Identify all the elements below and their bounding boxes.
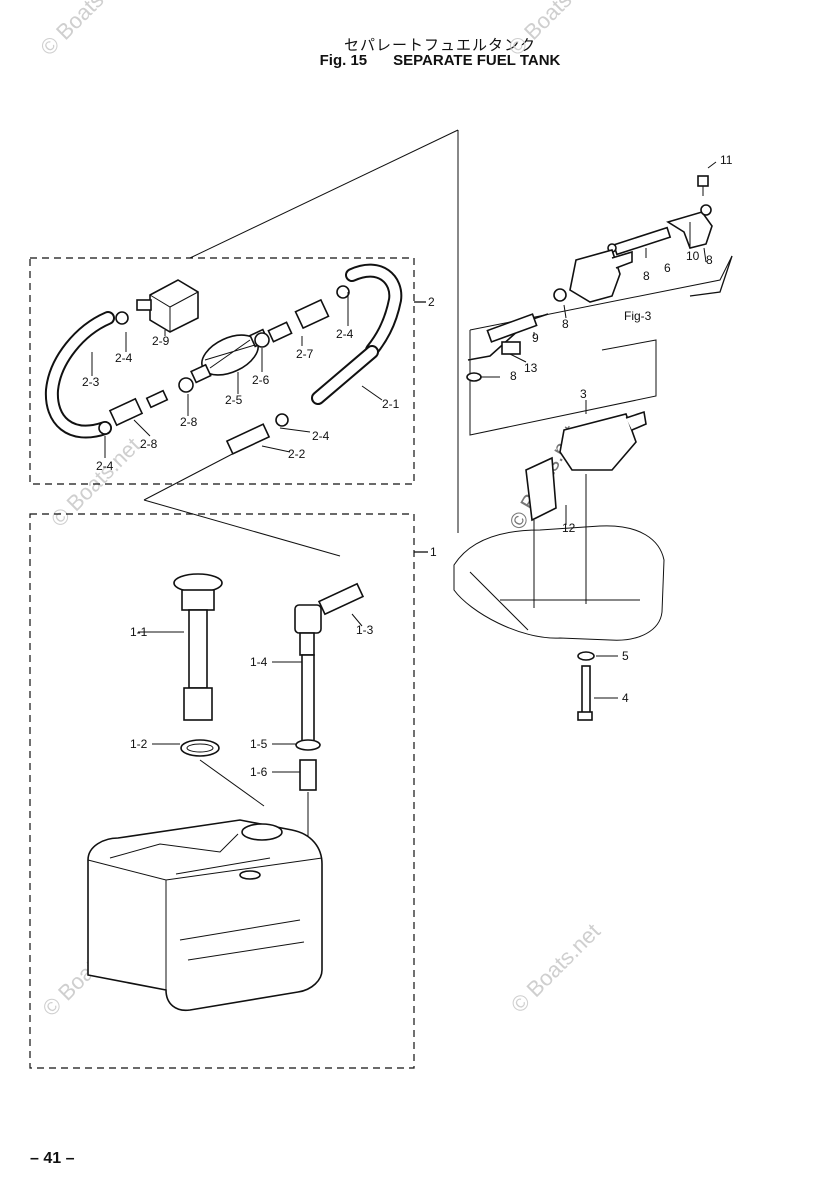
elbow-fitting [294, 604, 322, 634]
bolt-4-head [577, 711, 593, 721]
fuel-line-group [29, 129, 459, 557]
callout-8-left: 8 [562, 317, 569, 331]
page-title-japanese: セパレートフュエルタンク [343, 36, 536, 54]
bracket-12 [525, 456, 557, 522]
watermark-mid-left: © Boats.net [46, 433, 145, 532]
callout-1-4: 1-4 [250, 655, 268, 669]
tank-filler-neck [241, 823, 283, 841]
clip-2-4-right [336, 285, 350, 299]
callout-2-6: 2-6 [252, 373, 270, 387]
pickup-tube-1-4 [301, 654, 315, 742]
filter-1-6 [299, 759, 317, 791]
callout-2-1: 2-1 [382, 397, 400, 411]
callout-4: 4 [622, 691, 629, 705]
callout-8-top: 8 [706, 253, 713, 267]
callout-2-3: 2-3 [82, 375, 100, 389]
projection-line [143, 449, 241, 501]
callout-2-2: 2-2 [288, 447, 306, 461]
connector-2-9 [149, 279, 199, 333]
bolt-11 [697, 175, 709, 187]
fuel-tank-group [29, 513, 428, 1069]
callout-12: 12 [562, 521, 576, 535]
fuel-gauge-tube-1-1 [188, 609, 208, 689]
watermark-bottom-right: © Boats.net [506, 918, 605, 1017]
clip-13 [501, 341, 521, 355]
page-number: – 41 – [30, 1150, 75, 1167]
fuel-tank [87, 819, 323, 1012]
washer-5 [577, 651, 595, 661]
callout-10: 10 [686, 249, 700, 263]
callout-2-4-right: 2-4 [336, 327, 354, 341]
callout-1-6: 1-6 [250, 765, 268, 779]
connector-1-3 [317, 582, 365, 616]
callout-2-9: 2-9 [152, 334, 170, 348]
watermark-top-right: © Boats.net [503, 0, 602, 60]
clip-2-4-lower [275, 413, 289, 427]
clip-8-left [553, 288, 567, 302]
connector-2-2 [225, 423, 271, 455]
callout-2-4-bottom: 2-4 [96, 459, 114, 473]
watermark-top-left: © Boats.net [35, 0, 134, 60]
clip-8-top [700, 204, 712, 216]
group-2-outline [29, 257, 415, 485]
figure-number: Fig. 15 [319, 52, 368, 69]
callout-8-lower: 8 [510, 369, 517, 383]
fitting-2-8 [108, 397, 144, 427]
projection-line [189, 129, 459, 259]
group-1-outline [29, 513, 415, 1069]
callout-6: 6 [664, 261, 671, 275]
callout-11: 11 [720, 153, 733, 167]
fig-3-reference: Fig-3 [624, 309, 652, 323]
callout-8-mid: 8 [643, 269, 650, 283]
callout-2-5: 2-5 [225, 393, 243, 407]
clip-2-4 [115, 311, 129, 325]
callout-1-3: 1-3 [356, 623, 374, 637]
bolt-4-shank [581, 665, 591, 719]
engine-side-assembly [453, 161, 733, 721]
fuel-gauge-float [183, 687, 213, 721]
page-title: Fig. 15 SEPARATE FUEL TANK [0, 52, 840, 69]
callout-2-4-lower: 2-4 [312, 429, 330, 443]
callout-13: 13 [524, 361, 538, 375]
fuel-filter-3 [559, 413, 637, 471]
fitting-2-right [294, 298, 330, 330]
callout-1-5: 1-5 [250, 737, 268, 751]
callout-1-1: 1-1 [130, 625, 148, 639]
check-valve-2-8 [145, 389, 169, 409]
clip-8-lower [466, 372, 482, 382]
callout-2: 2 [428, 295, 435, 309]
engine-base-outline [453, 525, 665, 641]
valve-2-6 [254, 332, 270, 348]
callout-9: 9 [532, 331, 539, 345]
o-ring-1-5 [295, 739, 321, 751]
figure-title: SEPARATE FUEL TANK [393, 52, 561, 69]
callout-5: 5 [622, 649, 629, 663]
valve-2-6-left [178, 377, 194, 393]
callout-1-2: 1-2 [130, 737, 148, 751]
callout-2-8: 2-8 [140, 437, 158, 451]
gasket-1-2 [180, 739, 220, 757]
callout-labels: 2 2-4 2-9 2-3 2-5 2-6 2-7 2-4 2-8 2-8 2-… [82, 153, 733, 779]
projection-line [143, 499, 341, 557]
fuel-connector [569, 249, 621, 303]
clip-2-4-bottom [98, 421, 112, 435]
callout-2-8-upper: 2-8 [180, 415, 198, 429]
callout-2-7: 2-7 [296, 347, 314, 361]
fitting-2-7 [267, 321, 293, 343]
callout-2-4: 2-4 [115, 351, 133, 365]
hose-6 [612, 226, 672, 256]
tank-gauge-port [239, 870, 261, 880]
callout-1: 1 [430, 545, 437, 559]
callout-3: 3 [580, 387, 587, 401]
